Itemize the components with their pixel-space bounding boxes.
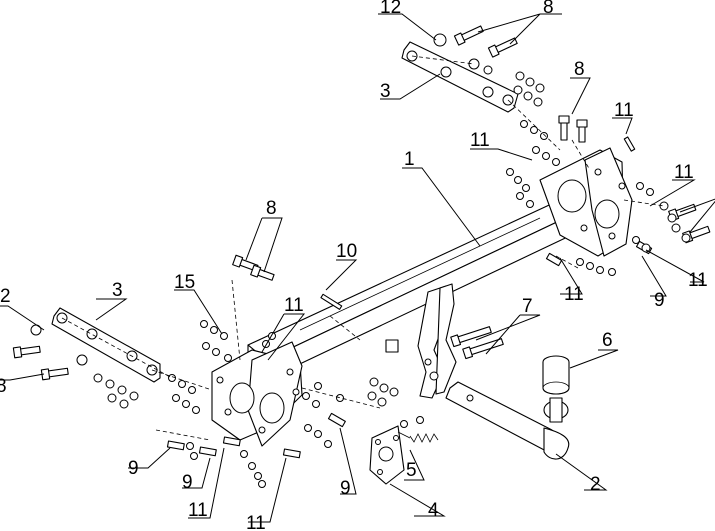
callout-8-right: 8	[574, 59, 585, 80]
socket-plate	[369, 425, 405, 485]
callout-8-left: 8	[266, 198, 277, 219]
callout-11-bottom: 11	[246, 513, 266, 531]
callout-11-upper: 11	[470, 130, 490, 151]
callout-12: 12	[380, 0, 401, 18]
left-mounting-frame	[211, 341, 303, 447]
socket-bracket	[385, 283, 457, 399]
assembly-lines	[61, 55, 665, 441]
spring	[397, 431, 439, 443]
callout-11-right-low: 11	[688, 270, 708, 291]
left-side-bracket	[51, 307, 161, 383]
cross-beam	[247, 199, 579, 381]
tow-ball-neck	[445, 381, 570, 460]
callout-8-top: 8	[543, 0, 554, 18]
callout-5: 5	[406, 460, 417, 481]
leader-lines	[0, 13, 715, 523]
callout-8-far-left: 8	[0, 376, 7, 397]
callout-11-right-mid: 11	[674, 162, 694, 183]
callout-2-left: 2	[0, 286, 11, 307]
callout-2-ball: 2	[590, 474, 601, 495]
callout-11-left: 11	[284, 295, 304, 316]
top-side-bracket	[401, 41, 519, 113]
callout-9-centre: 9	[340, 478, 351, 499]
callout-9-right: 9	[654, 290, 665, 311]
callout-11-right-bottom: 11	[564, 284, 584, 305]
callout-9-left-b: 9	[182, 472, 193, 493]
callout-3-left: 3	[112, 280, 123, 301]
right-mounting-frame	[539, 147, 633, 257]
callout-7: 7	[522, 296, 533, 317]
nut-washer-stacks	[30, 33, 691, 488]
callout-3-top: 3	[380, 81, 391, 102]
callout-9-left-a: 9	[128, 458, 139, 479]
callout-10: 10	[336, 241, 357, 262]
callout-11-bottom-left: 11	[188, 500, 208, 521]
callout-6: 6	[602, 330, 613, 351]
callout-11-right-top: 11	[614, 100, 634, 121]
callout-1: 1	[404, 149, 415, 170]
ball-cap	[542, 355, 570, 395]
callout-4: 4	[428, 500, 439, 521]
callout-15: 15	[174, 272, 195, 293]
